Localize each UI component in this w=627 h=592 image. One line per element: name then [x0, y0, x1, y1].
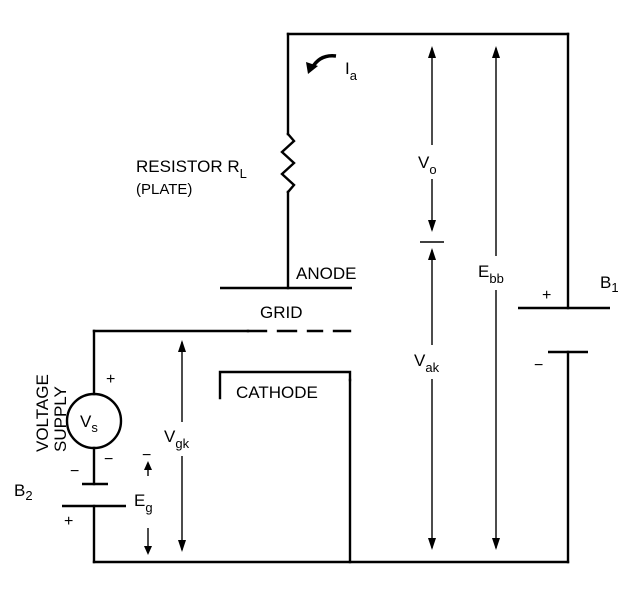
current-arrow-head — [306, 62, 318, 74]
vak-label-mask — [410, 345, 458, 379]
anode-label: ANODE — [296, 264, 356, 283]
battery-b1-label: B1 — [600, 273, 619, 295]
battery-b1-minus-sign: − — [534, 357, 543, 374]
eg-arrow-head-down — [144, 546, 152, 555]
voltage-source-label: Vs — [80, 412, 98, 435]
vak-arrow-head-down — [428, 538, 436, 550]
battery-b2-minus-sign: − — [70, 463, 79, 480]
battery-b2-plus-sign: + — [64, 513, 73, 530]
ebb-label-mask — [474, 256, 520, 290]
ebb-arrow-head-up — [492, 46, 500, 58]
eg-arrow-head-up — [144, 461, 152, 470]
resistor-label: RESISTOR RL — [136, 157, 247, 181]
eg-tick-bar: − — [142, 447, 151, 464]
current-label: Ia — [345, 59, 358, 83]
plate-label: (PLATE) — [136, 181, 192, 198]
eg-label: Eg — [134, 491, 153, 515]
vak-arrow-head-up — [428, 248, 436, 260]
load-resistor — [280, 132, 296, 194]
vak-label: Vak — [414, 351, 440, 375]
vo-arrow-head-down — [428, 220, 436, 232]
vo-label-mask — [414, 145, 454, 179]
vgk-arrow-head-up — [178, 340, 186, 352]
voltage-source-plus-sign: + — [106, 371, 115, 388]
vo-arrow-head-up — [428, 46, 436, 58]
battery-b2-label: B2 — [14, 481, 33, 503]
vgk-arrow-head-down — [178, 540, 186, 552]
voltage-source-circle — [65, 392, 123, 450]
voltage-label: VOLTAGE — [33, 374, 52, 452]
voltage-source-minus-sign: − — [104, 451, 113, 468]
battery-b1-plus-sign: + — [542, 287, 551, 304]
ebb-arrow-head-down — [492, 538, 500, 550]
supply-label: SUPPLY — [51, 386, 70, 452]
ebb-label: Ebb — [478, 262, 504, 286]
grid-label: GRID — [260, 303, 303, 322]
cathode-electrode — [218, 370, 352, 400]
vgk-label-mask — [160, 422, 210, 456]
vo-label: Vo — [418, 153, 437, 177]
cathode-label: CATHODE — [236, 383, 318, 402]
vgk-label: Vgk — [164, 427, 190, 451]
